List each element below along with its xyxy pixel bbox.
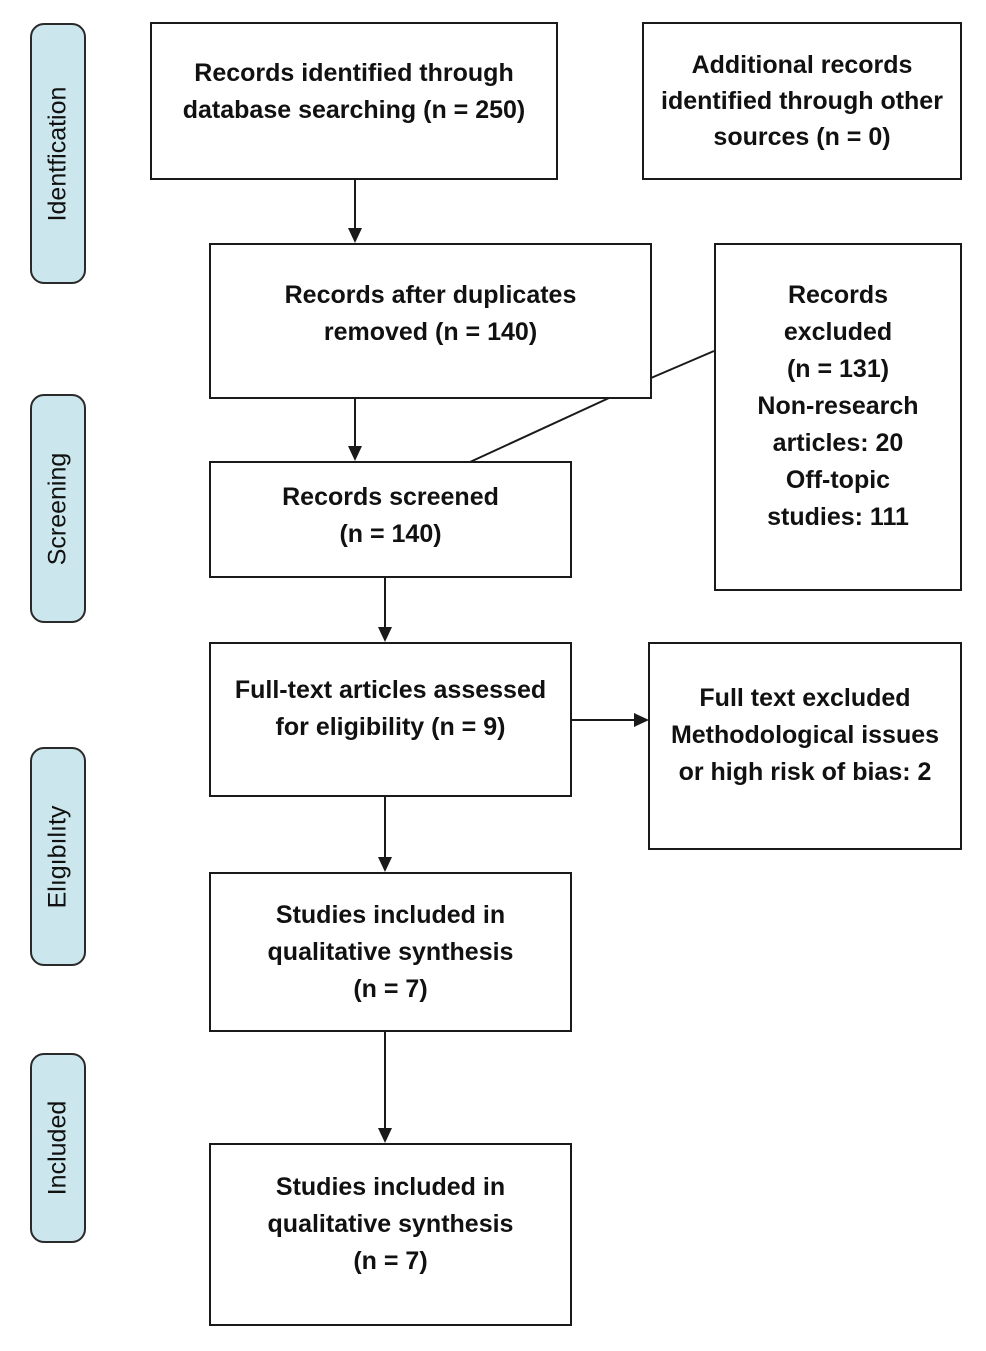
- arrow-fulltext-to-qualitative: [378, 797, 392, 872]
- arrow-duplicates-to-screened: [348, 399, 362, 461]
- box-database-search: Records identified through database sear…: [150, 22, 558, 180]
- arrow-fulltext-to-excluded: [572, 713, 649, 727]
- stage-screening: Screening: [30, 394, 86, 623]
- box-after-duplicates: Records after duplicates removed (n = 14…: [209, 243, 652, 399]
- box-records-screened: Records screened (n = 140): [209, 461, 572, 578]
- box-other-sources: Additional records identified through ot…: [642, 22, 962, 180]
- box-fulltext-assessed: Full-text articles assessed for eligibil…: [209, 642, 572, 797]
- stage-screening-label: Screening: [43, 452, 72, 565]
- box-included-synthesis: Studies included in qualitative synthesi…: [209, 1143, 572, 1326]
- stage-eligibility-label: Elıgıbılıty: [43, 805, 72, 908]
- arrow-db-to-duplicates: [348, 180, 362, 243]
- arrow-qualitative-to-included: [378, 1032, 392, 1143]
- box-qualitative-synthesis: Studies included in qualitative synthesi…: [209, 872, 572, 1032]
- connector-screened-to-excluded: [469, 350, 715, 463]
- box-records-excluded: Records excluded (n = 131) Non-research …: [714, 243, 962, 591]
- stage-identification: Identfication: [30, 23, 86, 284]
- stage-identification-label: Identfication: [43, 86, 72, 221]
- arrow-screened-to-fulltext: [378, 578, 392, 642]
- box-fulltext-excluded: Full text excluded Methodological issues…: [648, 642, 962, 850]
- stage-included: Included: [30, 1053, 86, 1243]
- stage-included-label: Included: [43, 1100, 72, 1196]
- stage-eligibility: Elıgıbılıty: [30, 747, 86, 966]
